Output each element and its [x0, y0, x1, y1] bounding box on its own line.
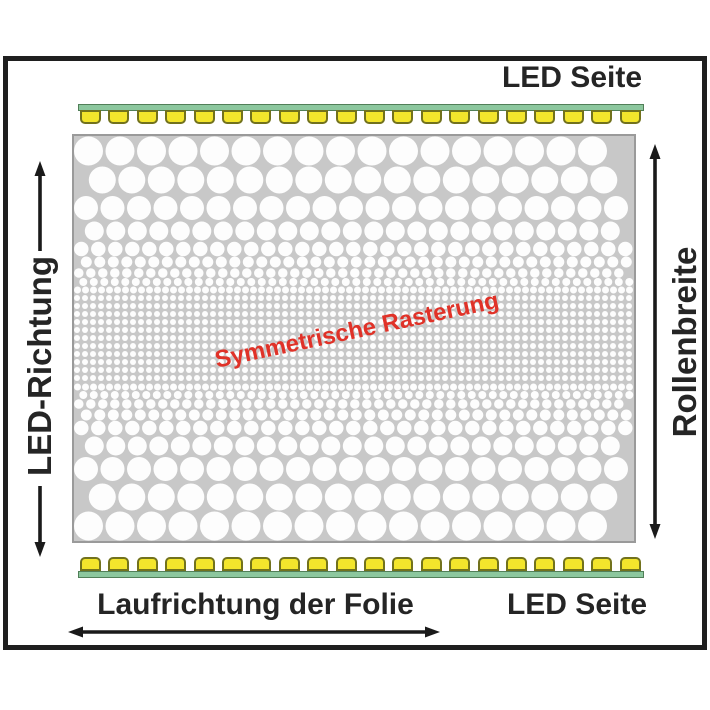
film-direction-label: Laufrichtung der Folie: [97, 588, 414, 621]
led-chip: [364, 110, 385, 124]
led-chip: [562, 110, 584, 124]
led-chip: [392, 110, 414, 124]
led-chip: [619, 557, 641, 571]
led-side-label-bottom: LED Seite: [506, 588, 648, 621]
led-chip: [477, 110, 499, 124]
dot-raster-panel: [72, 134, 636, 543]
led-chip: [165, 110, 187, 124]
led-chip: [250, 110, 272, 124]
led-chip: [165, 557, 187, 571]
led-chip: [222, 557, 243, 571]
led-chip: [420, 557, 442, 571]
led-chip: [80, 110, 101, 124]
led-chip: [364, 557, 385, 571]
led-strip-bottom-bar: [78, 571, 644, 578]
led-chip: [108, 110, 130, 124]
led-chip: [420, 110, 442, 124]
led-chip: [392, 557, 414, 571]
led-chip: [80, 557, 101, 571]
roll-width-label: Rollenbreite: [665, 246, 703, 438]
led-chip: [619, 110, 641, 124]
led-chip: [335, 557, 357, 571]
led-chip: [335, 110, 357, 124]
led-chip: [307, 110, 329, 124]
led-chip: [136, 110, 158, 124]
led-chip: [449, 110, 471, 124]
led-chip: [477, 557, 499, 571]
led-chip: [591, 110, 613, 124]
led-chip: [250, 557, 272, 571]
led-chip: [278, 557, 300, 571]
led-chip: [136, 557, 158, 571]
led-direction-label: LED-Richtung: [20, 256, 58, 476]
led-chip: [591, 557, 613, 571]
led-chip: [534, 557, 556, 571]
led-chip: [222, 110, 243, 124]
led-side-label-top: LED Seite: [501, 61, 643, 94]
led-chip: [506, 110, 527, 124]
led-chip: [562, 557, 584, 571]
led-strip-top-bar: [78, 104, 644, 111]
led-chip: [307, 557, 329, 571]
led-chip: [278, 110, 300, 124]
outer-frame: [3, 56, 707, 650]
led-chip: [534, 110, 556, 124]
led-chip: [193, 110, 215, 124]
led-chip: [449, 557, 471, 571]
led-chip: [193, 557, 215, 571]
led-chip: [506, 557, 527, 571]
led-chip: [108, 557, 130, 571]
